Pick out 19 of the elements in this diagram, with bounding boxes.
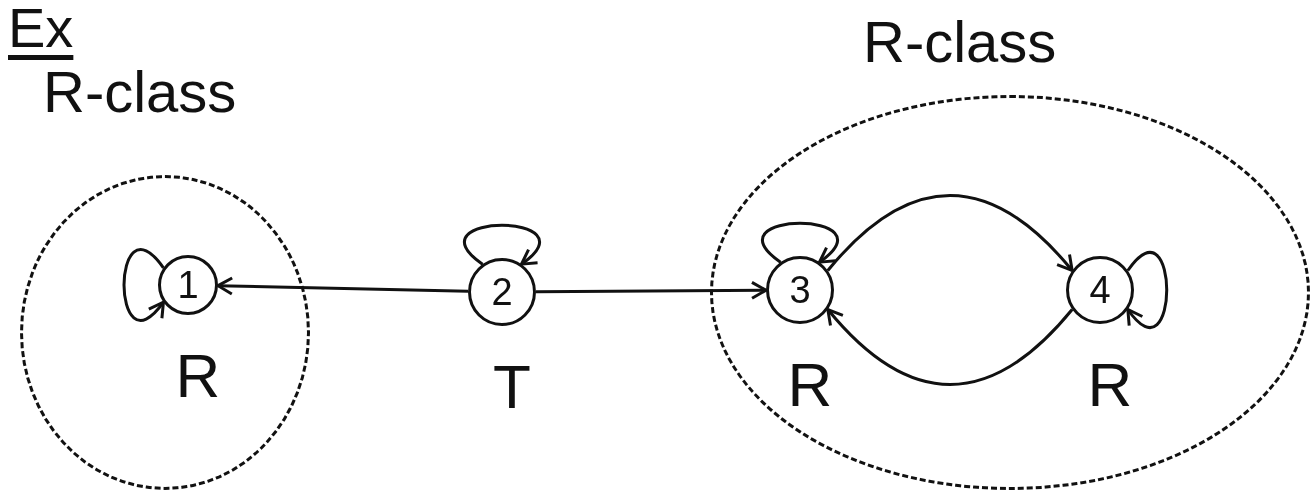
state-type-label: R [787,354,833,416]
arrow [761,221,839,264]
arrow [826,308,1074,386]
arrow [536,280,768,300]
arrow [122,248,165,322]
arrow [1126,251,1169,329]
state-type-label: R [1087,354,1133,416]
state-circle: 4 [1066,256,1134,324]
state-circle: 3 [766,256,834,324]
class-label: R-class [43,63,237,121]
state-circle: 1 [158,255,218,315]
arrow [463,223,541,266]
class-label: R-class [863,13,1057,71]
state-type-label: T [493,356,531,418]
arrow [826,194,1074,272]
state-type-label: R [175,345,221,407]
arrow [216,276,469,296]
title: Ex [8,0,74,56]
state-circle: 2 [468,258,536,326]
